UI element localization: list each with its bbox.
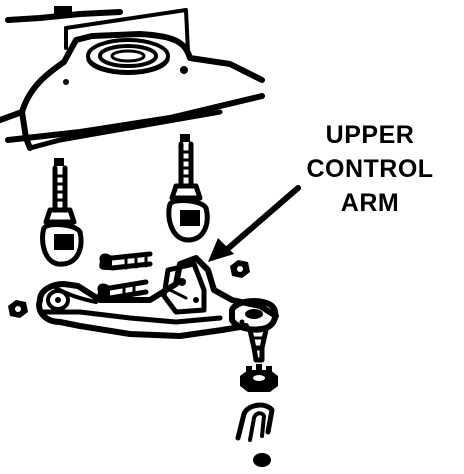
upper-control-arm-label: UPPER CONTROL ARM [282,118,458,220]
label-line-2: CONTROL [306,155,434,183]
pivot-bolt-upper [99,251,153,271]
callout-arrow [208,185,301,262]
ball-joint-nut [253,453,271,467]
label-line-1: UPPER [325,121,415,149]
upper-control-arm [36,255,279,339]
label-line-3: ARM [340,189,400,217]
castle-nut [240,364,278,392]
cotter-pin [235,402,275,442]
nut-right [230,260,250,278]
ball-stud-left [40,158,84,267]
strut-tower [0,6,265,151]
ball-joint-stud [247,327,269,363]
ball-stud-right [166,134,210,243]
nut-left [8,300,28,318]
reference-marker-icon [54,6,72,18]
